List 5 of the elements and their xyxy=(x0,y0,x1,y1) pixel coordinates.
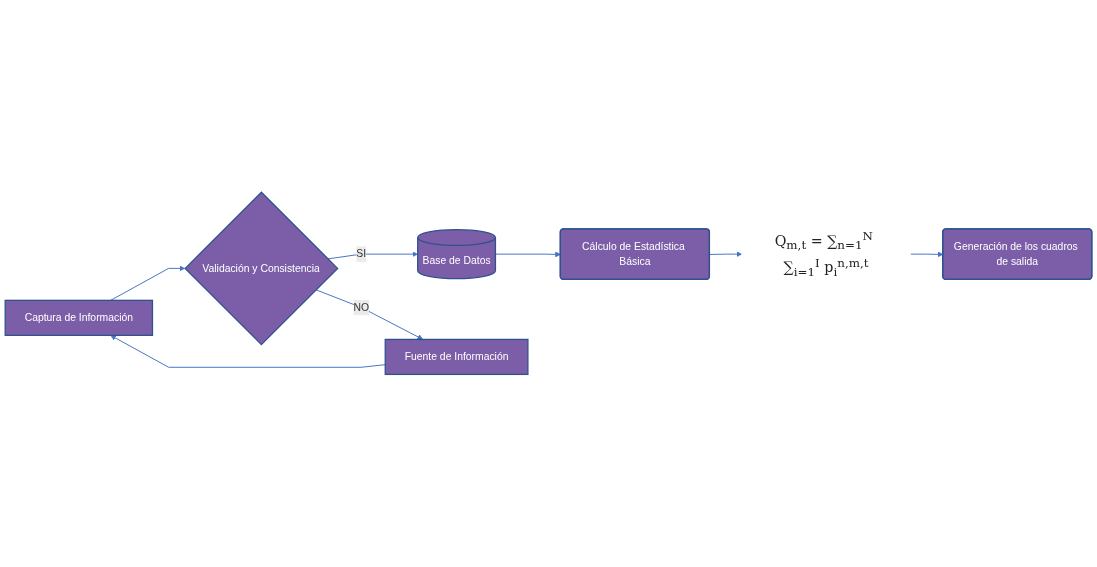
node-box: Fuente de Información xyxy=(384,338,529,376)
node-box: Captura de Información xyxy=(4,299,154,337)
edge-label: SI xyxy=(356,248,367,260)
edge-label: NO xyxy=(353,301,370,313)
node-diamond: Validación y Consistencia xyxy=(184,191,339,346)
